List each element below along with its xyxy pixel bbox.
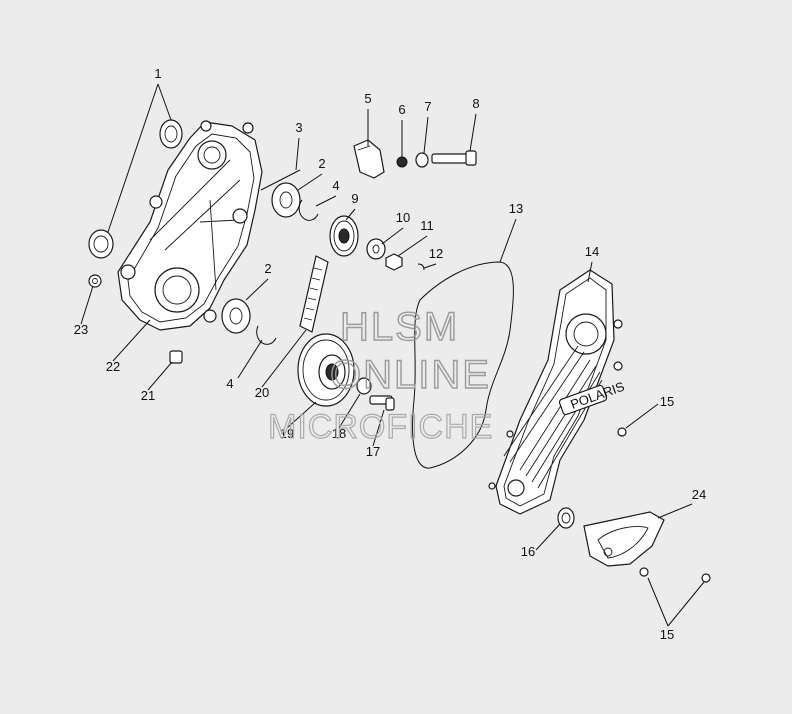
- callout-c16: 16: [521, 544, 535, 559]
- part-5-tensioner: [353, 139, 385, 179]
- part-9-upper-sprocket: [329, 215, 359, 257]
- callout-c17: 17: [366, 444, 380, 459]
- callout-c9: 9: [351, 191, 358, 206]
- part-12-cotter-pin: [417, 263, 425, 271]
- watermark: HLSM ONLINE MICROFICHE: [267, 304, 493, 446]
- part-23-nut: [88, 274, 102, 288]
- watermark-line3: MICROFICHE: [268, 408, 493, 446]
- callout-c3: 3: [295, 120, 302, 135]
- part-8-bolt: [431, 150, 477, 166]
- part-18-washer: [356, 377, 372, 395]
- callout-c18: 18: [332, 426, 346, 441]
- callout-c19: 19: [280, 426, 294, 441]
- part-3-pin: [260, 169, 301, 191]
- part-19-lower-sprocket: [297, 333, 355, 407]
- part-4-snap-ring-upper: [298, 199, 319, 221]
- watermark-line2: ONLINE: [330, 353, 491, 397]
- callout-c8: 8: [472, 96, 479, 111]
- part-11-nut: [385, 253, 403, 271]
- callout-c15b: 15: [660, 627, 674, 642]
- part-10-washer: [366, 238, 386, 260]
- part-20-chain: [299, 255, 329, 333]
- part-6-nut: [396, 156, 408, 168]
- callout-c1: 1: [154, 66, 161, 81]
- callout-c11: 11: [420, 218, 434, 233]
- callout-c22: 22: [106, 359, 120, 374]
- callout-c20: 20: [255, 385, 269, 400]
- callout-c4b: 4: [226, 376, 233, 391]
- callout-c2a: 2: [318, 156, 325, 171]
- callout-c7: 7: [424, 99, 431, 114]
- callout-c24: 24: [692, 487, 706, 502]
- part-16-seal: [557, 507, 575, 529]
- callout-c14: 14: [585, 244, 599, 259]
- callout-c13: 13: [509, 201, 523, 216]
- part-2-bearing-upper: [271, 182, 301, 218]
- part-24-guard: [583, 511, 665, 567]
- watermark-line1: HLSM: [340, 305, 459, 349]
- callout-c21: 21: [141, 388, 155, 403]
- part-22-inner-housing: [117, 120, 263, 331]
- callout-c12: 12: [429, 246, 443, 261]
- callout-c15a: 15: [660, 394, 674, 409]
- callout-c23: 23: [74, 322, 88, 337]
- part-15-bolts: [488, 319, 711, 583]
- callout-c10: 10: [396, 210, 410, 225]
- callout-c6: 6: [398, 102, 405, 117]
- part-2-bearing-lower: [221, 298, 251, 334]
- part-4-snap-ring-lower: [256, 325, 277, 345]
- part-17-bolt: [369, 395, 395, 411]
- leader-lines: [80, 83, 705, 627]
- callout-c4a: 4: [332, 178, 339, 193]
- part-21-plug: [169, 350, 183, 364]
- callout-c2b: 2: [264, 261, 271, 276]
- callout-c5: 5: [364, 91, 371, 106]
- part-14-outer-cover: POLARIS: [495, 269, 627, 515]
- part-7-washer: [415, 152, 429, 168]
